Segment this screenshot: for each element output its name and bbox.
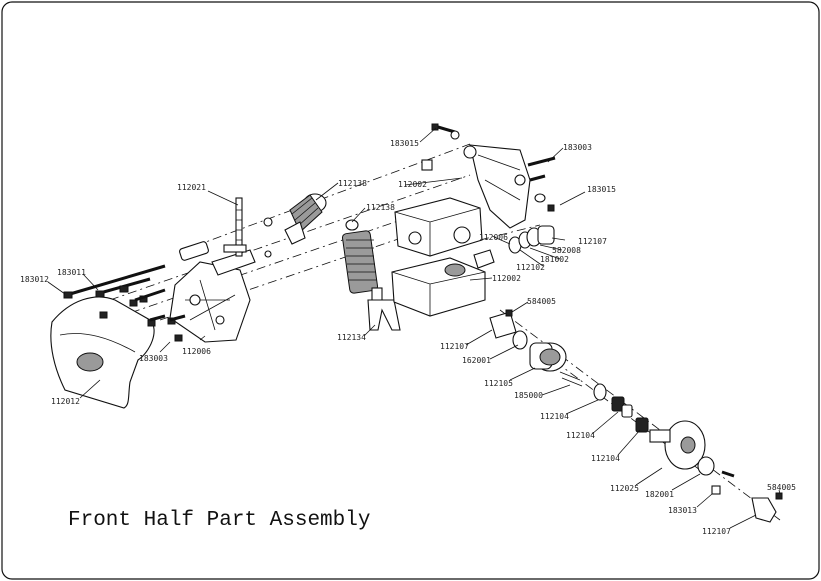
- label-112134: 112134: [337, 333, 366, 342]
- front-shock-small: [263, 193, 327, 258]
- label-112006a: 112006: [479, 233, 508, 242]
- label-112105: 112105: [484, 379, 513, 388]
- leader-lines: [47, 127, 781, 529]
- label-112012: 112012: [51, 397, 80, 406]
- part-labels: 183015 183003 183015 112002 112138 11202…: [20, 139, 796, 536]
- disc-hardware: [697, 456, 783, 523]
- clutch-bell: [529, 342, 567, 372]
- front-bulkhead: [169, 241, 256, 343]
- front-bumper-plate: [50, 296, 155, 409]
- label-183013: 183013: [668, 506, 697, 515]
- label-112138a: 112138: [338, 179, 367, 188]
- label-112104a: 112104: [540, 412, 569, 421]
- page-title: Front Half Part Assembly: [68, 509, 371, 532]
- label-181002: 181002: [540, 255, 569, 264]
- label-112021: 112021: [177, 183, 206, 192]
- label-112107c: 112107: [702, 527, 731, 536]
- bearing-stack-right: [473, 225, 555, 269]
- gearbox-bottom-half: [391, 257, 486, 317]
- label-183011: 183011: [57, 268, 86, 277]
- long-screws: [63, 264, 186, 342]
- label-112138b: 112138: [366, 203, 395, 212]
- label-112002a: 112002: [398, 180, 427, 189]
- label-183012: 183012: [20, 275, 49, 284]
- label-182001: 182001: [645, 490, 674, 499]
- label-112107b: 112107: [440, 342, 469, 351]
- label-183003a: 183003: [563, 143, 592, 152]
- label-112104c: 112104: [591, 454, 620, 463]
- label-112002b: 112002: [492, 274, 521, 283]
- label-112006b: 112006: [182, 347, 211, 356]
- pinion-gears: [559, 371, 649, 433]
- label-582008: 582008: [552, 246, 581, 255]
- label-112025: 112025: [610, 484, 639, 493]
- front-shock-large: [341, 219, 401, 331]
- upper-mount-arm: [421, 123, 556, 229]
- label-112104b: 112104: [566, 431, 595, 440]
- label-183015a: 183015: [390, 139, 419, 148]
- label-584005a: 584005: [527, 297, 556, 306]
- label-112107a: 112107: [578, 237, 607, 246]
- brake-disc: [649, 420, 706, 470]
- label-185000: 185000: [514, 391, 543, 400]
- shock-tower-post: [223, 197, 247, 257]
- drive-cup-and-bearing: [489, 309, 528, 350]
- label-162001: 162001: [462, 356, 491, 365]
- label-112102: 112102: [516, 263, 545, 272]
- label-183003b: 183003: [139, 354, 168, 363]
- label-584005b: 584005: [767, 483, 796, 492]
- label-183015b: 183015: [587, 185, 616, 194]
- gearbox-top-half: [394, 197, 483, 257]
